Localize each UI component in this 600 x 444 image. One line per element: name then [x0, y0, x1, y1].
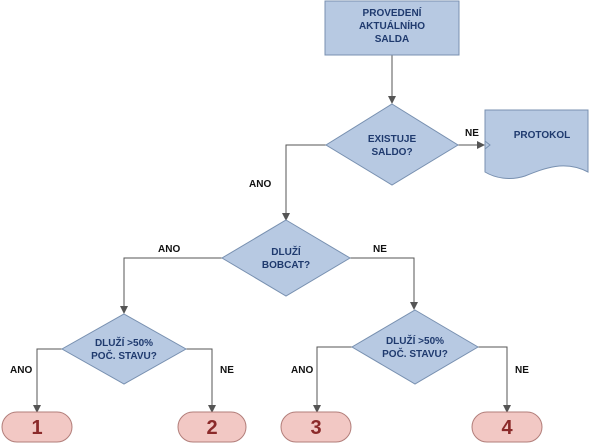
start-line2: AKTUÁLNÍHO: [359, 19, 425, 32]
edge-label-saldo-yes: ANO: [249, 179, 271, 190]
edge-saldo-to-bobcat: [282, 144, 326, 221]
decision-right-over-50: DLUŽÍ >50% POČ. STAVU?: [351, 309, 479, 385]
protokol-document-node: PROTOKOL: [484, 109, 589, 180]
connectors: [33, 55, 511, 413]
edge-label-saldo-no: NE: [465, 128, 479, 139]
start-line3: SALDA: [375, 34, 409, 45]
protokol-label: PROTOKOL: [514, 130, 570, 141]
saldo-line2: SALDO?: [371, 147, 412, 158]
decision-existuje-saldo: EXISTUJE SALDO?: [325, 103, 459, 186]
right-line2: POČ. STAVU?: [382, 347, 448, 360]
edge-label-right-yes: ANO: [291, 365, 313, 376]
edge-label-left-no: NE: [220, 365, 234, 376]
terminal-4: 4: [471, 411, 543, 443]
terminal-3: 3: [280, 411, 352, 443]
edge-right-to-term3: [313, 346, 352, 413]
terminal-2-label: 2: [206, 417, 217, 439]
edge-bobcat-to-left: [120, 257, 222, 314]
edge-label-right-no: NE: [515, 365, 529, 376]
bobcat-line1: DLUŽÍ: [271, 245, 301, 258]
left-line1: DLUŽÍ >50%: [95, 336, 153, 349]
edge-left-to-term1: [33, 348, 62, 413]
start-process-node: PROVEDENÍ AKTUÁLNÍHO SALDA: [324, 0, 460, 56]
edge-bobcat-to-right: [350, 257, 418, 310]
bobcat-line2: BOBCAT?: [262, 260, 310, 271]
edge-label-bobcat-yes: ANO: [158, 244, 180, 255]
edge-right-to-term4: [478, 346, 511, 413]
saldo-line1: EXISTUJE: [368, 134, 417, 145]
terminal-4-label: 4: [501, 417, 513, 439]
left-line2: POČ. STAVU?: [91, 349, 157, 362]
edge-left-to-term2: [186, 348, 216, 413]
terminal-1: 1: [1, 411, 73, 443]
decision-left-over-50: DLUŽÍ >50% POČ. STAVU?: [60, 313, 188, 385]
decision-dluzi-bobcat: DLUŽÍ BOBCAT?: [221, 219, 351, 297]
terminal-1-label: 1: [31, 417, 42, 439]
terminal-2: 2: [177, 411, 247, 443]
terminal-3-label: 3: [310, 417, 321, 439]
right-line1: DLUŽÍ >50%: [386, 334, 444, 347]
edge-label-left-yes: ANO: [10, 365, 32, 376]
edge-label-bobcat-no: NE: [373, 244, 387, 255]
start-line1: PROVEDENÍ: [363, 6, 422, 19]
